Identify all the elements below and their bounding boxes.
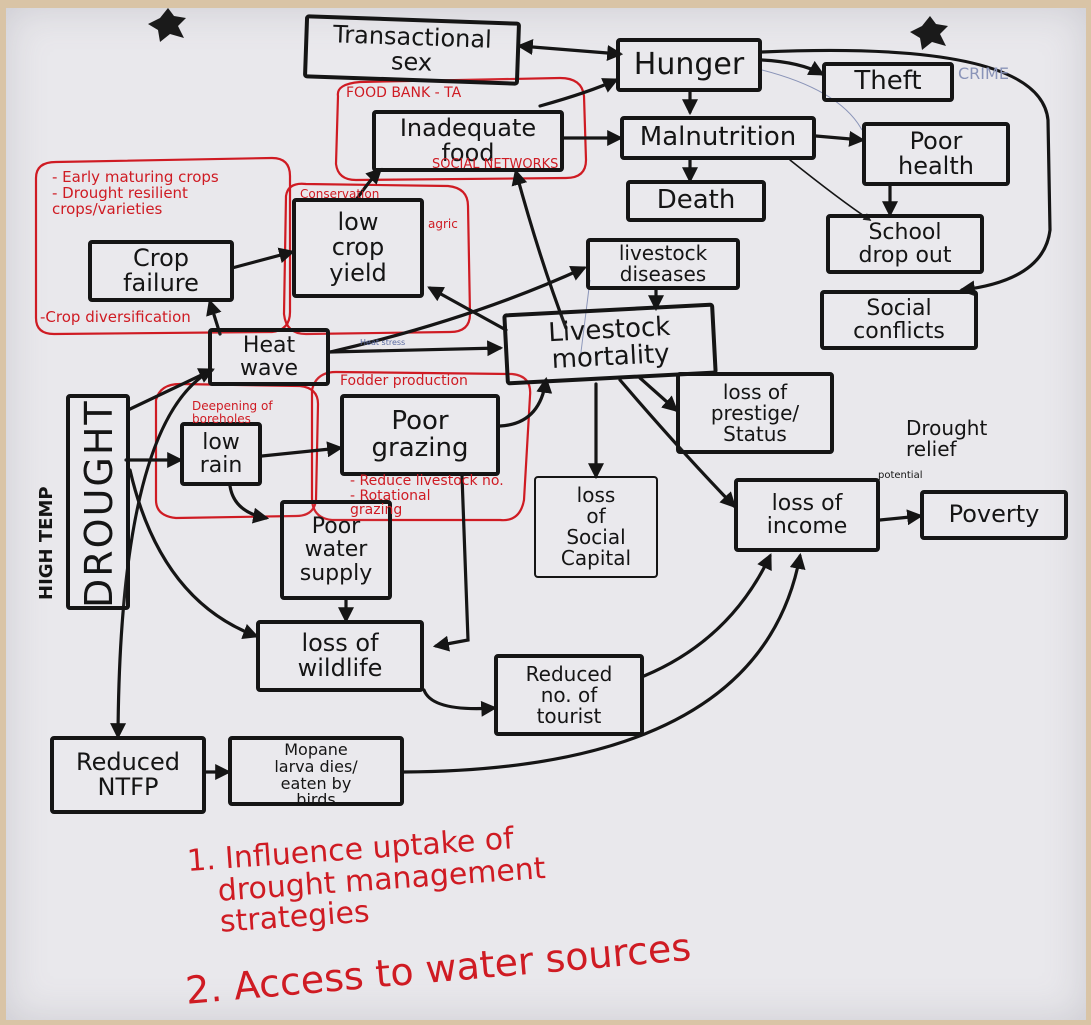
flipchart-sheet	[6, 8, 1086, 1020]
crop-diversification-note: -Crop diversification	[40, 308, 191, 326]
heat-wave-box: Heat wave	[208, 328, 330, 386]
school-dropout-box: School drop out	[826, 214, 984, 274]
thumbtack-left-icon	[148, 8, 186, 42]
livestock-diseases-box: livestock diseases	[586, 238, 740, 290]
deepening-boreholes-note: Deepening of boreholes	[192, 399, 273, 426]
early-maturing-note: - Early maturing crops - Drought resilie…	[52, 168, 219, 218]
low-rain-box: low rain	[180, 422, 262, 486]
social-conflicts-box: Social conflicts	[820, 290, 978, 350]
conservation-note: Conservation	[300, 187, 380, 201]
poor-grazing-box: Poor grazing	[340, 394, 500, 476]
loss-of-income-box: loss of income	[734, 478, 880, 552]
food-bank-note: FOOD BANK - TA	[346, 85, 462, 101]
reduce-livestock-note: - Reduce livestock no. - Rotational graz…	[350, 473, 504, 519]
reduced-tourist-box: Reduced no. of tourist	[494, 654, 644, 736]
mopane-box: Mopane larva dies/ eaten by birds	[228, 736, 404, 808]
poverty-box: Poverty	[920, 490, 1068, 540]
loss-of-social-capital-box: loss of Social Capital	[534, 476, 658, 578]
death-box: Death	[626, 180, 766, 222]
fodder-production-note: Fodder production	[340, 373, 468, 389]
social-networks-note: SOCIAL NETWORKS	[432, 157, 559, 172]
heat-stress-note: Heat stress	[360, 338, 406, 347]
reduced-ntfp-box: Reduced NTFP	[50, 736, 206, 814]
malnutrition-box: Malnutrition	[620, 116, 816, 160]
poor-health-box: Poor health	[862, 122, 1010, 186]
hunger-box: Hunger	[616, 38, 762, 92]
drought-box: DROUGHT	[66, 394, 130, 610]
crime-note: CRIME	[958, 64, 1009, 83]
high-temp-label: HIGH TEMP	[36, 486, 57, 600]
transactional-sex-box: Transactional sex	[302, 14, 522, 86]
poor-water-supply-box: Poor water supply	[280, 500, 392, 600]
loss-of-wildlife-box: loss of wildlife	[256, 620, 424, 692]
inadequate-food-box: Inadequate food	[372, 110, 564, 172]
theft-box: Theft	[822, 62, 954, 102]
drought-relief-note: Drought relief	[906, 416, 988, 461]
drought-label: DROUGHT	[77, 399, 121, 608]
loss-of-prestige-box: loss of prestige/ Status	[676, 372, 834, 454]
crop-failure-box: Crop failure	[88, 240, 234, 302]
agriculture-note: agric	[428, 217, 458, 231]
thumbtack-right-icon	[910, 16, 948, 50]
low-crop-yield-box: low crop yield	[292, 198, 424, 298]
pencil-lines	[579, 69, 863, 361]
potential-note: potential	[878, 470, 923, 481]
